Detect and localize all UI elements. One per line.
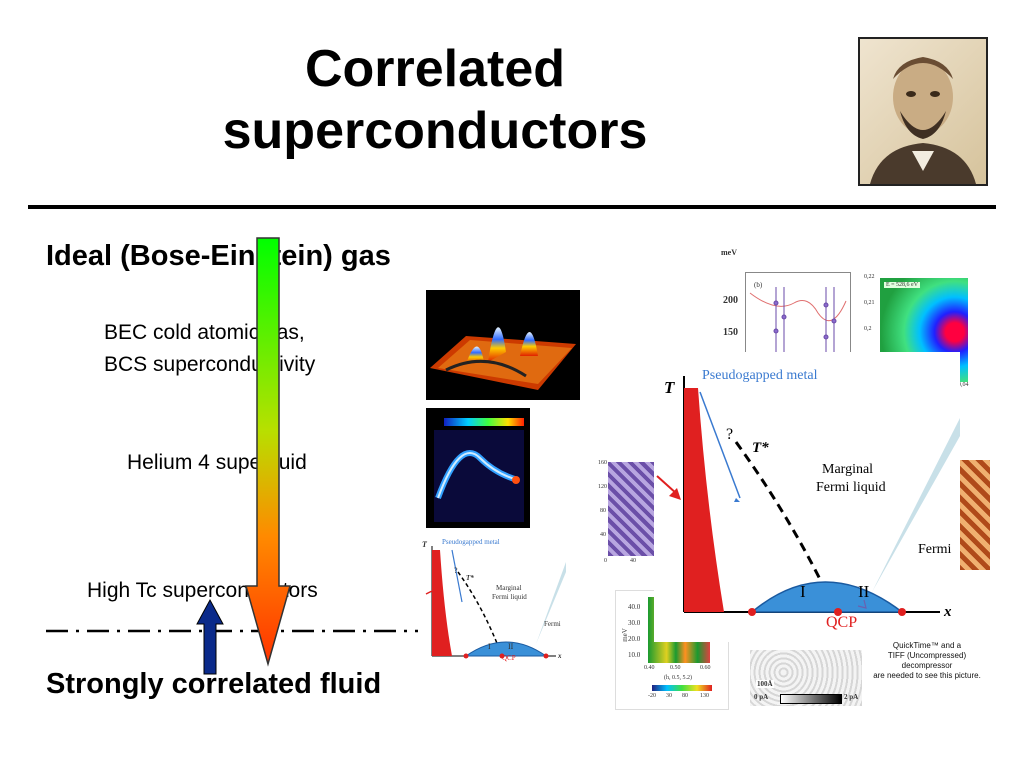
map-y10: 10.0: [628, 651, 641, 659]
phase-diagram: T Pseudogapped metal ? T* Marginal Fermi…: [654, 352, 960, 642]
red-pointer-arrow: [656, 475, 681, 500]
stm-bottom-left: 0 pA: [754, 693, 769, 701]
marginal-line-2: Fermi liquid: [816, 480, 886, 495]
qcp-label: QCP: [826, 614, 858, 631]
stm-map-right: [958, 460, 990, 570]
title-divider: [28, 205, 996, 209]
map-c2: 30: [666, 693, 672, 699]
dispersion-frame: (b): [745, 272, 851, 358]
stm-left-tick-160: 160: [598, 460, 607, 466]
small-fermi: Fermi: [544, 620, 561, 628]
stm-left-texture: [608, 462, 654, 556]
slide-title: Correlated superconductors: [150, 38, 720, 162]
dash-dot-line: [46, 629, 418, 633]
pseudogap-label: Pseudogapped metal: [702, 368, 818, 383]
stm-map-bottom: 100Å 0 pA 2 pA: [750, 650, 862, 706]
dome-i-label: I: [800, 582, 806, 601]
question-mark: ?: [726, 426, 734, 443]
small-marginal-1: Marginal: [496, 584, 522, 592]
tstar-label: T*: [752, 440, 769, 456]
stm-left-tick-x40: 40: [630, 558, 636, 564]
stm-bottom-scale: 100Å: [756, 680, 774, 688]
bec-density-image: [426, 290, 580, 400]
small-pseudogap: Pseudogapped metal: [442, 538, 500, 546]
axis-x-label: x: [944, 604, 952, 620]
small-axis-t: T: [422, 540, 427, 549]
quicktime-line-2: TIFF (Uncompressed) decompressor: [887, 651, 967, 670]
map-colorbar: [652, 685, 712, 691]
dispersion-panel-label: (b): [754, 281, 763, 289]
dispersion-data-drawing: [749, 287, 847, 355]
fermi-label: Fermi: [918, 542, 952, 557]
stm-left-tick-40: 40: [600, 532, 606, 538]
quicktime-line-3: are needed to see this picture.: [873, 671, 981, 680]
helium-curve-drawing: [434, 418, 524, 522]
arpes-tick-low: 0,2: [864, 326, 872, 332]
dispersion-tick-200: 200: [723, 295, 738, 306]
stm-bottom-colorbar: [780, 694, 842, 704]
text-bec-line-1: BEC cold atomic gas,: [104, 321, 305, 344]
dispersion-tick-150: 150: [723, 327, 738, 338]
map-c4: 130: [700, 693, 709, 699]
map-y40: 40.0: [628, 603, 641, 611]
stm-bottom-right: 2 pA: [844, 693, 859, 701]
small-qcp: QCP: [502, 654, 516, 662]
map-y30: 30.0: [628, 619, 641, 627]
map-x1: 0.40: [644, 665, 655, 671]
stm-left-tick-0: 0: [604, 558, 607, 564]
quicktime-line-1: QuickTime™ and a: [892, 641, 962, 650]
bec-peaks-drawing: [430, 327, 576, 390]
map-x3: 0.60: [700, 665, 711, 671]
map-c3: 80: [682, 693, 688, 699]
title-line-2: superconductors: [222, 102, 648, 160]
stm-left-tick-120: 120: [598, 484, 607, 490]
small-dome-i: I: [488, 642, 491, 651]
dispersion-unit: meV: [721, 248, 737, 257]
arpes-tick-mid: 0,21: [864, 300, 875, 306]
small-marginal-2: Fermi liquid: [492, 593, 527, 601]
stm-left-tick-80: 80: [600, 508, 606, 514]
phase-diagram-drawing: [683, 376, 960, 616]
heading-ideal-gas: Ideal (Bose-Einstein) gas: [46, 240, 391, 272]
marginal-line-1: Marginal: [822, 462, 874, 477]
arpes-energy-label: E = 528,6 eV: [884, 282, 921, 288]
stm-map-left: 160 120 80 40 0 40: [596, 458, 658, 570]
dispersion-plot: meV 200 150 (b): [715, 244, 855, 358]
small-dome-ii: II: [508, 642, 514, 651]
small-axis-x: x: [558, 652, 562, 660]
small-tstar: T*: [466, 574, 474, 582]
gradient-down-arrow: [245, 237, 291, 667]
map-x2: 0.50: [670, 665, 681, 671]
small-question: ?: [454, 566, 458, 575]
quicktime-placeholder: QuickTime™ and a TIFF (Uncompressed) dec…: [862, 641, 992, 681]
blue-up-arrow: [196, 598, 224, 675]
dome-ii-label: II: [858, 582, 870, 601]
map-xlabel: (h, 0.5, 5.2): [664, 675, 692, 681]
arpes-tick-top: 0,22: [864, 274, 875, 280]
map-y20: 20.0: [628, 635, 641, 643]
title-line-1: Correlated: [304, 40, 566, 98]
arpes-tick-right: 0,04: [958, 382, 969, 388]
axis-t-label: T: [664, 378, 675, 397]
small-phase-diagram: T Pseudogapped metal ? T* Marginal Fermi…: [418, 532, 566, 662]
portrait-image: [858, 37, 988, 186]
map-c1: -20: [648, 693, 656, 699]
portrait-drawing: [870, 57, 976, 184]
small-phase-drawing: [425, 546, 566, 659]
helium-dispersion-image: [426, 408, 530, 528]
